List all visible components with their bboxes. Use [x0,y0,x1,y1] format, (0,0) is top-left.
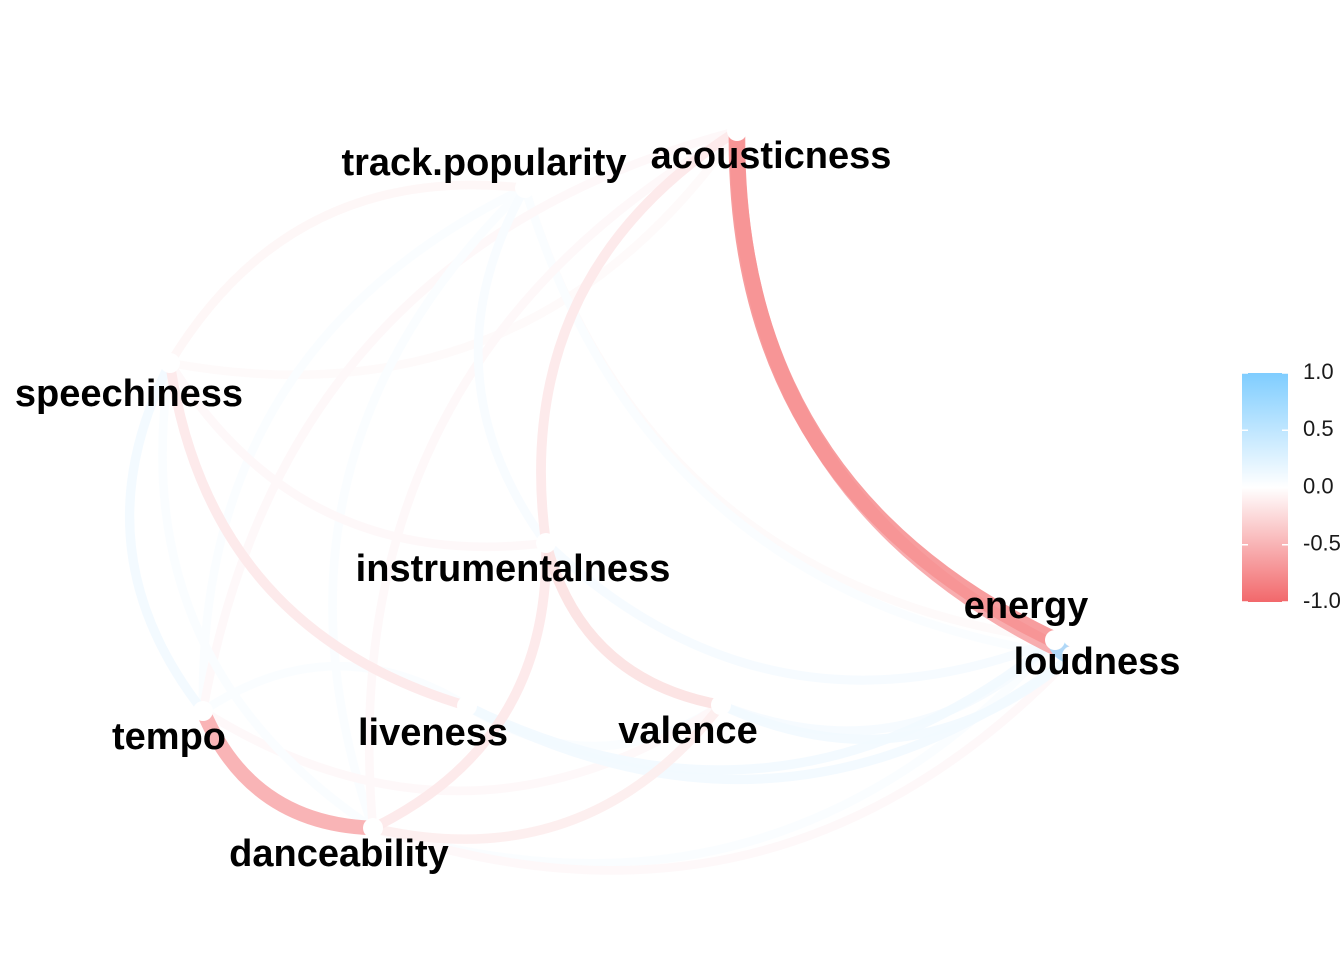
edge-instrumentalness-valence [540,537,727,711]
edge-track-popularity-danceability [328,183,530,833]
legend-ticks: 1.0 0.5 0.0 -0.5 -1.0 [1242,359,1341,613]
edge-speechiness-danceability [158,358,378,833]
legend-colorbar [1242,373,1288,602]
node-speechiness [160,353,180,373]
node-label-loudness: loudness [1014,641,1181,683]
node-instrumentalness [536,533,556,553]
legend-tick-label: 0.5 [1303,416,1334,441]
node-danceability [363,818,383,838]
color-legend: 1.0 0.5 0.0 -0.5 -1.0 [1242,359,1341,613]
node-label-valence: valence [618,710,757,752]
legend-tick-label: -1.0 [1303,588,1341,613]
edge-danceability-instrumentalness [368,538,551,833]
edge-speechiness-acousticness [165,126,742,380]
edge-instrumentalness-energy [541,538,1060,685]
edge-danceability-loudness [368,651,1077,875]
node-track-popularity [515,178,535,198]
edge-speechiness-instrumentalness [165,358,551,552]
edge-track-popularity-tempo [198,183,530,716]
node-liveness [457,696,477,716]
edge-speechiness-liveness [165,358,472,711]
edge-acousticness-energy [728,122,1064,649]
nodes-layer [160,121,1082,838]
edge-track-popularity-instrumentalness [473,183,551,548]
edge-speechiness-tempo [125,358,208,716]
node-acousticness [727,121,747,141]
edge-tempo-danceability [195,703,381,836]
node-label-track-popularity: track.popularity [341,142,626,184]
edges-layer [125,122,1081,875]
node-label-danceability: danceability [229,833,449,875]
node-label-liveness: liveness [358,712,508,754]
legend-tick-label: -0.5 [1303,531,1341,556]
labels-layer: track.popularity acousticness speechiness i… [15,135,1180,875]
edge-track-popularity-loudness [520,183,1077,661]
edge-track-popularity-speechiness [165,180,530,368]
legend-tick-label: 1.0 [1303,359,1334,384]
edge-acousticness-tempo [198,126,742,716]
legend-tick-label: 0.0 [1303,473,1334,498]
node-energy [1045,630,1065,650]
edge-acousticness-danceability [364,126,742,833]
edge-valence-loudness [716,651,1077,744]
node-label-speechiness: speechiness [15,373,243,415]
node-label-tempo: tempo [112,716,226,758]
node-label-acousticness: acousticness [651,135,892,177]
node-label-energy: energy [964,585,1089,627]
node-loudness [1062,646,1082,666]
node-tempo [193,701,213,721]
node-valence [711,695,731,715]
edge-danceability-valence [368,700,726,844]
edge-acousticness-instrumentalness [536,126,742,548]
node-label-instrumentalness: instrumentalness [356,548,671,590]
